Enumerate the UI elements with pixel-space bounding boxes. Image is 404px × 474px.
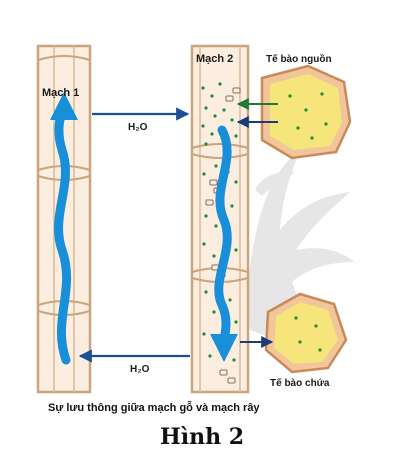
water-label-top: H₂O <box>128 122 148 133</box>
figure-caption: Sự lưu thông giữa mạch gỗ và mạch rây <box>48 402 260 414</box>
source-transfer-arrows <box>236 98 278 128</box>
vessel-1-flow-arrow <box>50 92 78 365</box>
source-cell <box>260 64 352 160</box>
storage-cell-label: Tế bào chứa <box>270 377 330 389</box>
storage-cell <box>264 292 348 374</box>
plant-silhouette <box>248 150 355 345</box>
vessel-2-flow-arrow <box>210 125 238 362</box>
source-cell-label: Tế bào nguồn <box>266 53 332 65</box>
vessel-1-label: Mạch 1 <box>42 87 79 99</box>
vessel-2-label: Mạch 2 <box>196 53 233 65</box>
figure-label: Hình 2 <box>159 424 245 450</box>
water-label-bottom: H₂O <box>130 364 150 375</box>
